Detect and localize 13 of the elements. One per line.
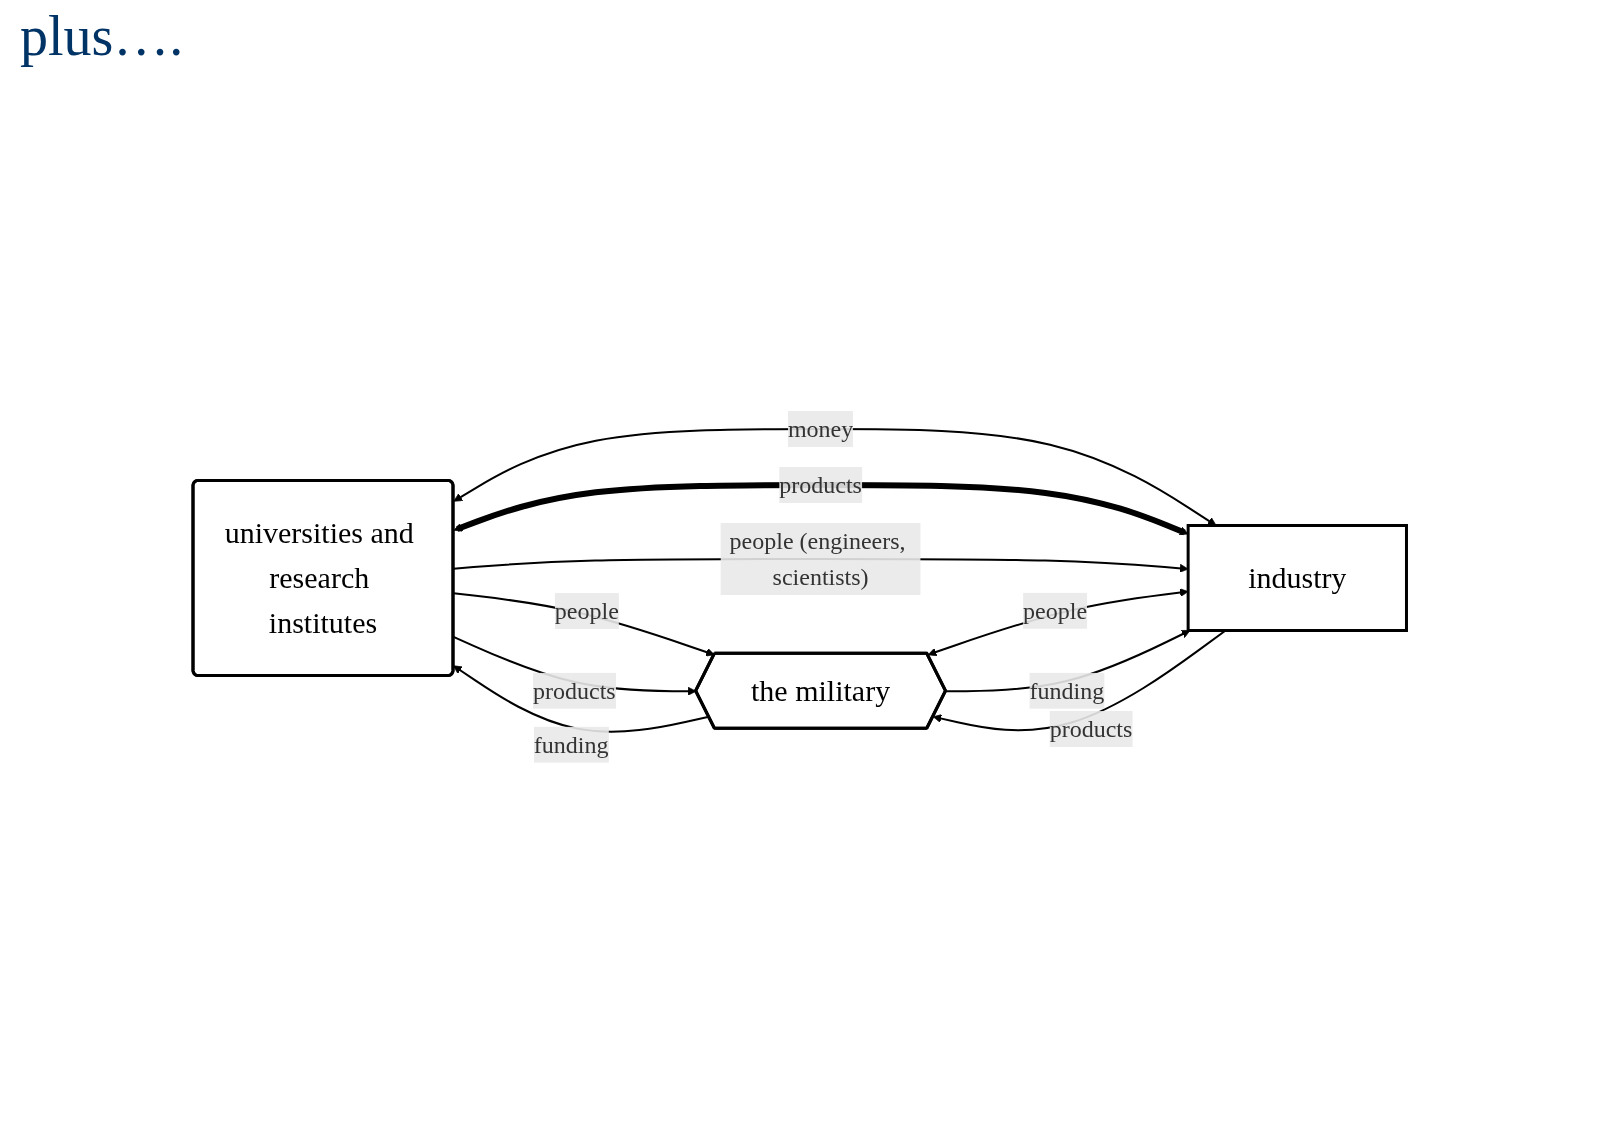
edge-label: products	[1049, 716, 1133, 743]
edge-label: products	[779, 472, 863, 499]
node-box: industry	[1186, 524, 1409, 633]
arrow	[453, 482, 1189, 536]
edge-label: funding	[1029, 677, 1105, 704]
edge-label: people	[1023, 597, 1088, 624]
edge-label: money	[788, 416, 854, 443]
edge-label: products	[533, 677, 616, 704]
arrow	[928, 588, 1189, 657]
edge-label: people	[555, 598, 620, 625]
edge-label: people (engineers, scientists)	[729, 528, 906, 591]
edge-label: funding	[534, 731, 609, 758]
title: plus….	[20, 4, 185, 68]
